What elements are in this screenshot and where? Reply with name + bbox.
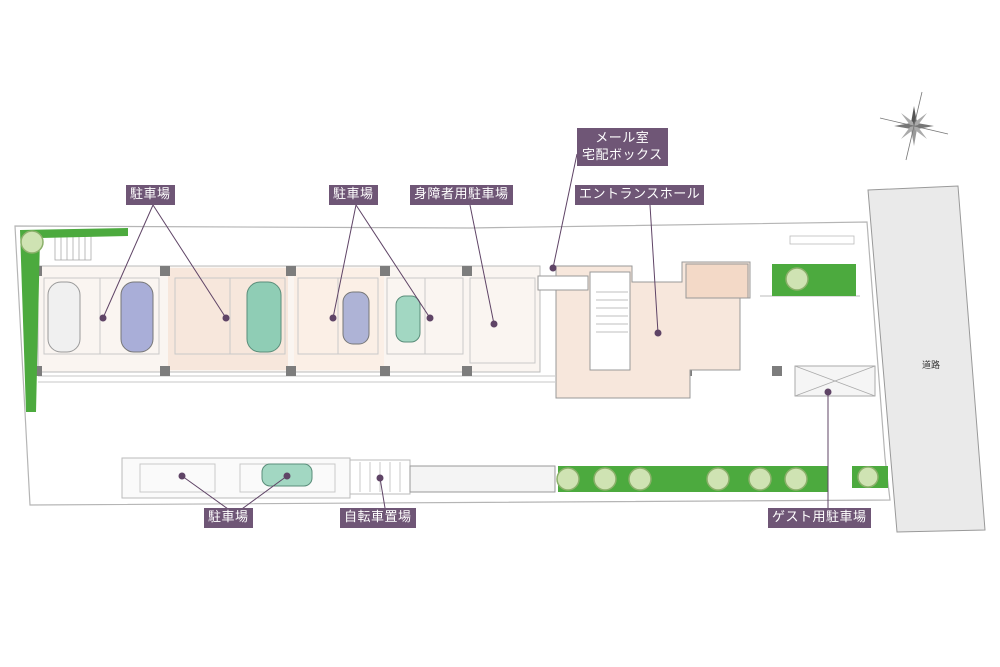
label-mail-room: メール室 宅配ボックス <box>577 128 668 166</box>
core-stairs <box>596 291 628 333</box>
stair-core <box>589 271 631 371</box>
wall-upper-right <box>789 235 855 245</box>
compass-rose-icon <box>879 91 949 161</box>
storage <box>409 465 556 493</box>
label-bicycle-parking: 自転車置場 <box>340 508 416 528</box>
upper-parking-area <box>37 265 541 373</box>
label-entrance-hall: エントランスホール <box>575 185 705 205</box>
road-label: 道路 <box>922 361 941 371</box>
tree-icon <box>20 230 879 491</box>
label-parking-upper-left: 駐車場 <box>126 185 175 205</box>
stairs <box>54 235 92 261</box>
delivery-box <box>537 275 589 291</box>
label-mail-room-line2: 宅配ボックス <box>582 148 663 163</box>
road <box>867 185 986 533</box>
parking-stalls <box>43 277 536 364</box>
leader-dots <box>99 264 832 482</box>
label-accessible-parking: 身障者用駐車場 <box>410 185 513 205</box>
label-parking-lower: 駐車場 <box>204 508 253 528</box>
leader-lines <box>102 153 829 515</box>
label-mail-room-line1: メール室 <box>595 131 650 146</box>
car-icon <box>47 281 421 487</box>
label-parking-upper-mid: 駐車場 <box>329 185 378 205</box>
mail-room <box>685 263 749 299</box>
parking-tint-2 <box>294 268 384 370</box>
label-guest-parking: ゲスト用駐車場 <box>768 508 871 528</box>
